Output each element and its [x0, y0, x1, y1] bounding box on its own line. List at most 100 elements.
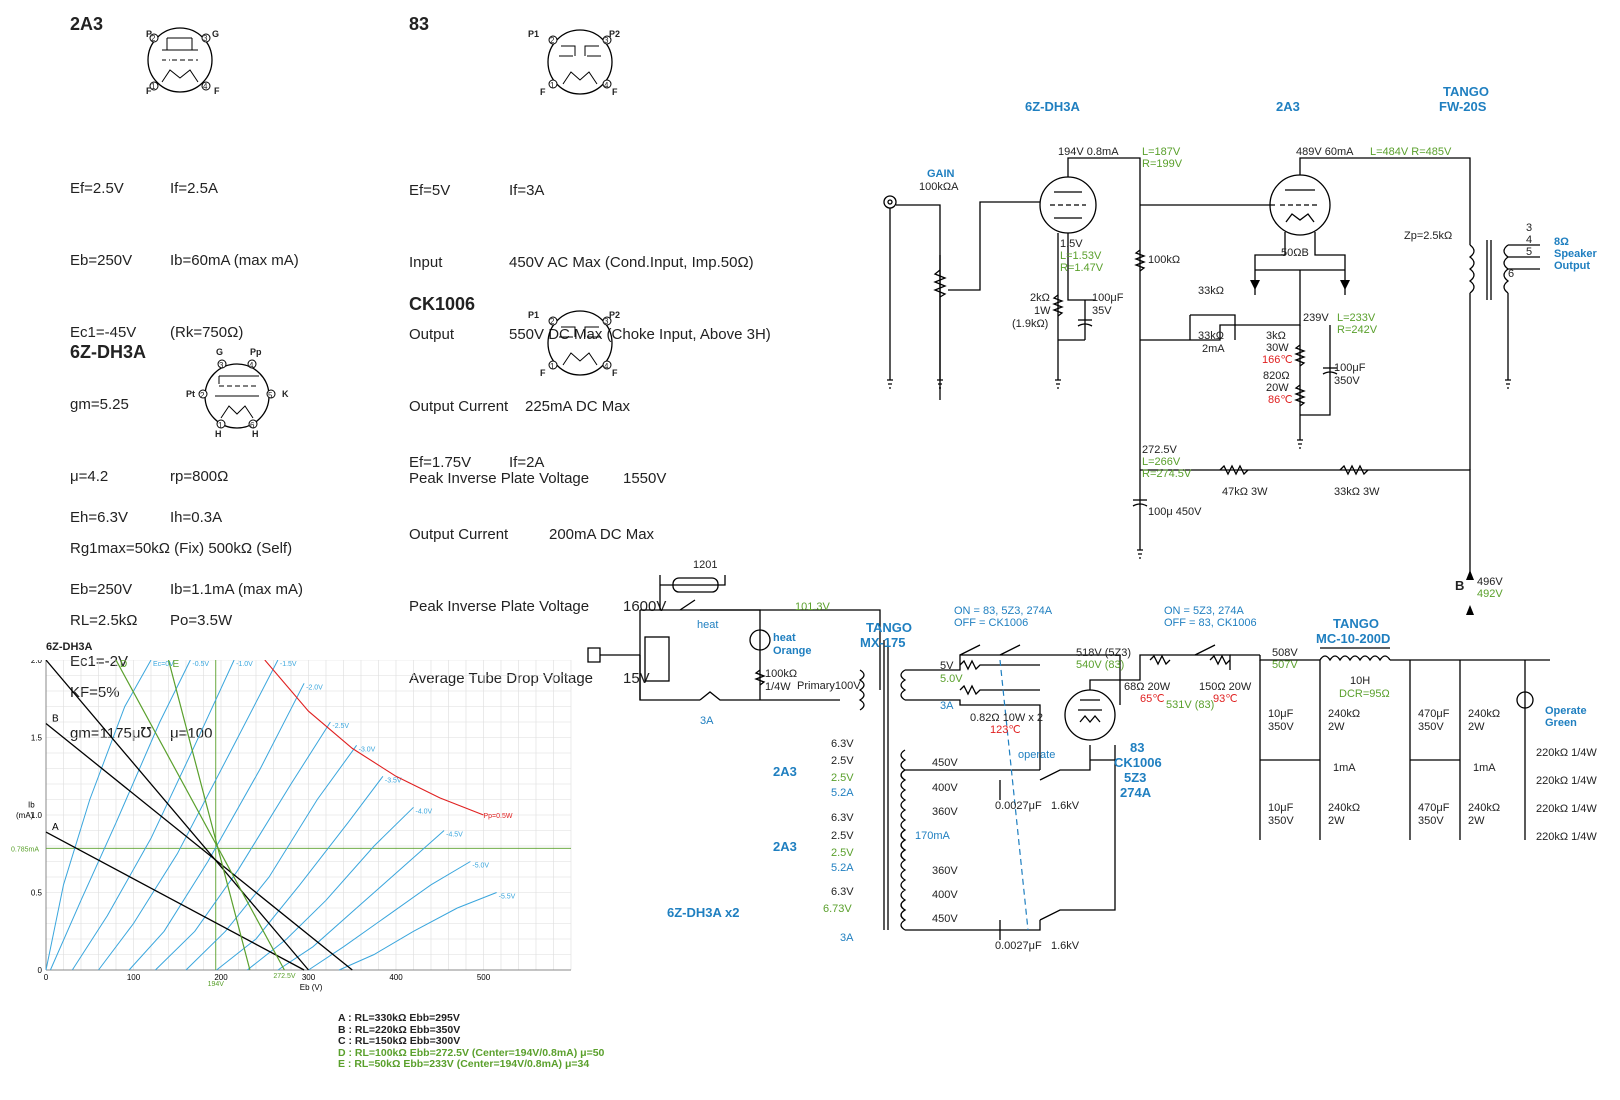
c-snubber-b: 0.0027μF	[995, 940, 1042, 952]
series-label: E	[173, 660, 180, 670]
r-082-temp: 123℃	[990, 724, 1021, 736]
series-label: Pp=0.5W	[484, 813, 513, 820]
pin-g: G	[212, 29, 220, 39]
pin-number: 2	[550, 36, 555, 45]
pin-p1: P1	[528, 310, 540, 320]
series-label: -4.5V	[446, 832, 463, 839]
v-540: 540V (83)	[1076, 659, 1125, 671]
choke-inductance: 10H	[1350, 675, 1371, 687]
rectifier-5z3: 5Z3	[1124, 770, 1147, 785]
x-tick-label: 200	[214, 973, 228, 982]
pin-k: K	[282, 389, 289, 399]
heat-lamp-label: heat	[773, 632, 796, 644]
fil-a-63: 6.3V	[831, 738, 854, 750]
switch2-off: OFF = 83, CK1006	[1164, 617, 1257, 629]
series-label: Ec=0V	[153, 661, 174, 668]
r-150: 150Ω 20W	[1199, 681, 1252, 693]
r-cathode-w: 1W	[1034, 305, 1051, 317]
y-tick-label: 1.5	[31, 734, 43, 743]
r-240-a-w: 2W	[1328, 721, 1345, 733]
v-6z-cathode: 1.5V	[1060, 238, 1083, 250]
tube-6z-base-icon	[198, 359, 276, 429]
operate-switch-label: operate	[1018, 749, 1056, 761]
amp-label-tango: TANGO	[1443, 84, 1489, 99]
series-line--3.5v	[216, 775, 384, 971]
pin-number: 3	[604, 317, 609, 326]
operating-current-label: 0.785mA	[11, 846, 39, 853]
fil-b-25: 2.5V	[831, 830, 854, 842]
pin-pp: Pp	[250, 347, 262, 357]
series-line--0.5v	[49, 660, 191, 971]
fil-b-current: 5.2A	[831, 862, 854, 874]
r-lamp-w: 1/4W	[765, 681, 791, 693]
gain-label: GAIN	[927, 168, 955, 180]
r-240-b-w: 2W	[1328, 815, 1345, 827]
r-68-temp: 65℃	[1140, 693, 1165, 705]
bleeder-current-a: 1mA	[1333, 762, 1356, 774]
b-plus-label: B	[1455, 578, 1465, 593]
pin-number: 4	[249, 361, 254, 370]
choke-model: MC-10-200D	[1316, 631, 1391, 646]
v-b2: 272.5V	[1142, 444, 1177, 456]
pin-number: 2	[550, 317, 555, 326]
r-lamp: 100kΩ	[765, 668, 798, 680]
tube-83-title: 83	[409, 14, 430, 34]
c-cathode-v: 35V	[1092, 305, 1112, 317]
r-240-c: 240kΩ	[1468, 708, 1501, 720]
series-label: B	[52, 714, 59, 725]
spk-tap-3: 3	[1526, 222, 1533, 234]
r-820-w: 20W	[1266, 382, 1289, 394]
choke-label: TANGO	[1333, 616, 1379, 631]
v-b-plus: 496V	[1477, 576, 1503, 588]
speaker-out-1: 8Ω	[1554, 236, 1569, 248]
v-518: 518V (5Z3)	[1076, 647, 1132, 659]
x-tick-label: 500	[477, 973, 491, 982]
r-220-c: 220kΩ 1/4W	[1536, 803, 1597, 815]
series-label: -0.5V	[192, 661, 209, 668]
amp-label-fw20s: FW-20S	[1439, 99, 1487, 114]
y-tick-label: 1.0	[31, 811, 43, 820]
pin-number: 1	[218, 421, 223, 430]
pin-number: 1	[550, 81, 555, 90]
pin-number: 2	[200, 391, 205, 400]
c-10-a: 10μF	[1268, 708, 1294, 720]
power-transformer-model: MX-175	[860, 635, 906, 650]
c-cathode: 100μF	[1092, 292, 1124, 304]
v-2a3-cathode-l: L=233V	[1337, 312, 1376, 324]
load-line-legend: A : RL=330kΩ Ebb=295V B : RL=220kΩ Ebb=3…	[338, 1012, 604, 1071]
heat-switch-label: heat	[697, 619, 719, 631]
tap-5v-measured: 5.0V	[940, 673, 963, 685]
r-240-a: 240kΩ	[1328, 708, 1361, 720]
series-label: -3.0V	[359, 746, 376, 753]
r-33k-a: 33kΩ	[1198, 285, 1224, 297]
pin-number: 1	[151, 82, 156, 91]
fil-c-63: 6.3V	[831, 886, 854, 898]
c-snubber-b-v: 1.6kV	[1051, 940, 1080, 952]
r-plate-load: 100kΩ	[1148, 254, 1181, 266]
pin-h: H	[215, 429, 222, 439]
v-6z-plate-l: L=187V	[1142, 146, 1181, 158]
pin-number: 3	[203, 34, 208, 43]
v-6z-plate: 194V 0.8mA	[1058, 146, 1119, 158]
y-tick-label: 0	[38, 966, 43, 975]
c-10-b-v: 350V	[1268, 815, 1294, 827]
rectifier-ck1006: CK1006	[1114, 755, 1162, 770]
pin-number: 6	[250, 421, 255, 430]
v-2a3-plate-lr: L=484V R=485V	[1370, 146, 1452, 158]
pin-p1: P1	[528, 29, 540, 39]
switch1-off: OFF = CK1006	[954, 617, 1029, 629]
tap-450-b: 450V	[932, 913, 958, 925]
c-snubber-a-v: 1.6kV	[1051, 800, 1080, 812]
series-line-d	[115, 660, 285, 971]
fil-a-25-measured: 2.5V	[831, 772, 854, 784]
pin-f: F	[612, 368, 618, 378]
r-33k-current: 2mA	[1202, 343, 1225, 355]
tube-83-base-icon	[547, 29, 613, 95]
series-line--2.5v	[155, 721, 331, 971]
pin-g: G	[216, 347, 224, 357]
tap-3a: 3A	[940, 700, 954, 712]
